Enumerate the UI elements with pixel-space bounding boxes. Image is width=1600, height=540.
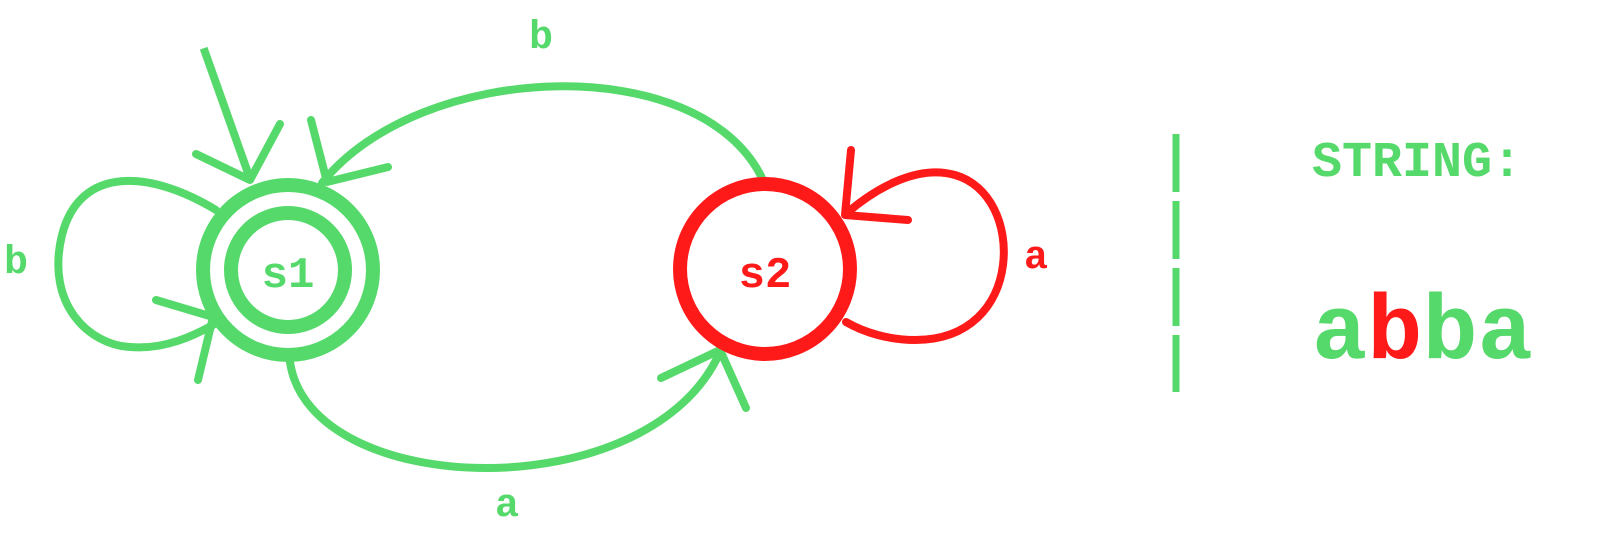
transition-s2-self-loop-label: a bbox=[1024, 236, 1048, 281]
state-s1: s1 bbox=[196, 178, 380, 362]
input-char: a bbox=[1478, 281, 1533, 386]
state-s1-accepting-ring bbox=[224, 206, 352, 334]
transition-s1-to-s2-edge bbox=[286, 348, 724, 472]
transition-s2-self-loop-arrowhead bbox=[841, 146, 912, 224]
initial-state-arrowhead bbox=[192, 120, 284, 184]
transition-s1-self-loop-edge bbox=[54, 176, 220, 352]
input-char: b bbox=[1422, 281, 1477, 386]
transition-s2-to-s1-label: b bbox=[529, 16, 553, 61]
initial-state-arrow bbox=[192, 46, 284, 184]
input-string-panel: STRING: abba bbox=[1312, 135, 1533, 386]
input-char-current: b bbox=[1367, 281, 1422, 386]
input-char: a bbox=[1312, 281, 1367, 386]
state-s2-circle bbox=[673, 177, 857, 361]
transition-s1-to-s2: a bbox=[286, 346, 750, 529]
transition-s1-to-s2-label: a bbox=[495, 484, 519, 529]
transition-s2-to-s1-edge bbox=[318, 82, 766, 187]
initial-state-arrow-shaft bbox=[199, 46, 254, 179]
transition-s1-self-loop: b bbox=[4, 176, 220, 384]
state-s2: s2 bbox=[673, 177, 857, 361]
transition-s1-self-loop-label: b bbox=[4, 241, 28, 286]
input-string-characters: abba bbox=[1312, 281, 1533, 386]
state-s2-label: s2 bbox=[739, 251, 792, 301]
transition-s2-to-s1: b bbox=[307, 16, 766, 187]
transition-s2-to-s1-arrowhead bbox=[307, 116, 392, 186]
transition-s2-self-loop-edge bbox=[842, 168, 1008, 345]
transition-s1-to-s2-arrowhead bbox=[657, 346, 750, 412]
input-string-title: STRING: bbox=[1312, 135, 1522, 192]
state-s1-label: s1 bbox=[262, 251, 315, 301]
transition-s2-self-loop: a bbox=[841, 146, 1048, 345]
